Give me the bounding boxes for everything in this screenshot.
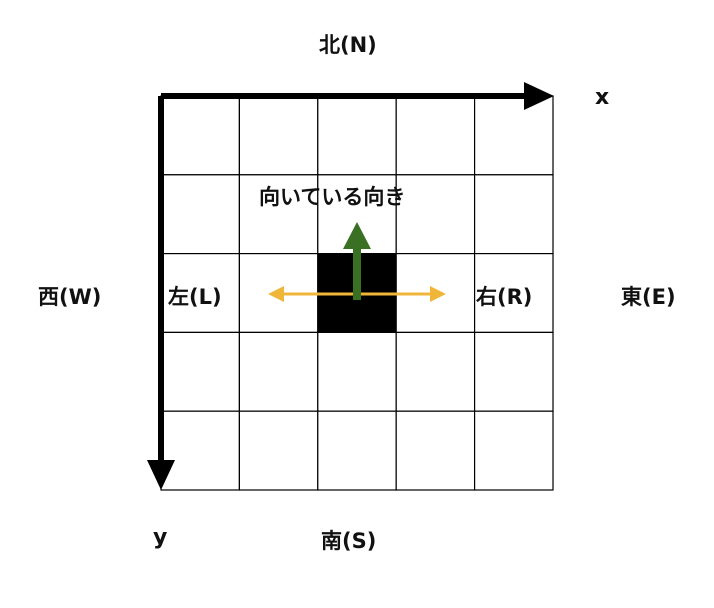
grid-cell xyxy=(238,410,319,491)
grid-cell xyxy=(160,410,241,491)
grid-cell xyxy=(474,253,554,334)
grid-cell xyxy=(317,410,397,491)
grid-cell xyxy=(160,95,241,176)
grid-cell xyxy=(395,174,476,255)
grid-cell xyxy=(160,331,241,412)
x-axis-label: x xyxy=(595,85,610,110)
facing-direction-arrow-icon xyxy=(343,222,371,300)
grid-cells xyxy=(160,95,554,491)
grid-cell xyxy=(474,410,554,491)
x-axis-arrowhead-icon xyxy=(524,82,554,110)
grid-cell xyxy=(474,331,554,412)
south-label: 南(S) xyxy=(321,529,377,553)
grid-cell xyxy=(160,174,241,255)
west-label: 西(W) xyxy=(38,285,102,309)
right-label: 右(R) xyxy=(476,285,533,309)
grid-cell xyxy=(238,331,319,412)
grid-cell xyxy=(238,95,319,176)
grid-cell xyxy=(395,410,476,491)
grid-cell xyxy=(317,331,397,412)
north-label: 北(N) xyxy=(319,33,377,57)
y-axis-label: y xyxy=(153,525,168,550)
grid-cell xyxy=(395,331,476,412)
grid-cell xyxy=(395,95,476,176)
grid-cell xyxy=(474,174,554,255)
y-axis-arrowhead-icon xyxy=(147,460,175,490)
left-label: 左(L) xyxy=(168,285,222,309)
grid-cell xyxy=(317,95,397,176)
grid-cell xyxy=(474,95,554,176)
east-label: 東(E) xyxy=(621,285,676,309)
facing-direction-label: 向いている向き xyxy=(259,185,406,209)
